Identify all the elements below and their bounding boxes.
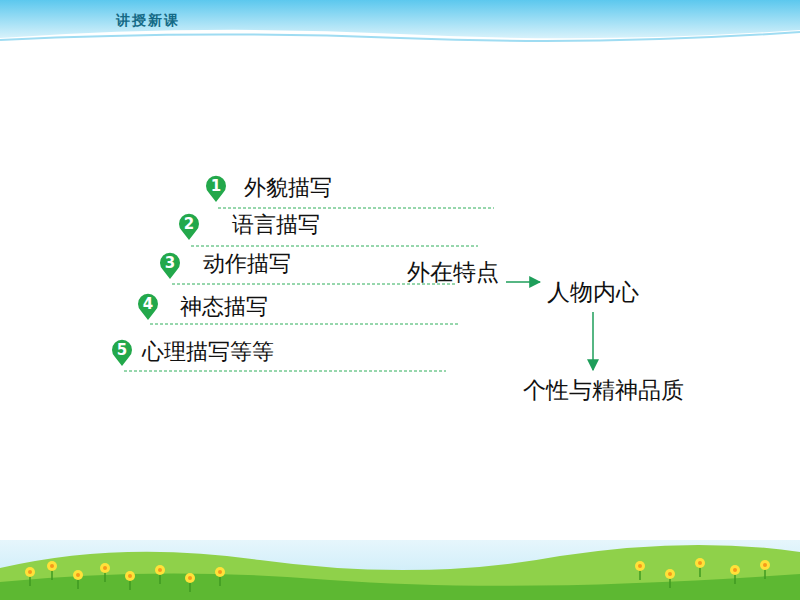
concept-node: 个性与精神品质 (520, 374, 687, 406)
list-item-text: 语言描写 (232, 212, 320, 238)
connector-arrow (592, 312, 594, 370)
dashed-underline (150, 324, 458, 325)
connector-arrow (506, 281, 540, 283)
concept-text: 外在特点 (407, 258, 499, 286)
number-marker (138, 294, 158, 320)
concept-node: 人物内心 (544, 276, 642, 308)
header-band (0, 0, 800, 38)
slide-title: 讲授新课 (116, 12, 180, 30)
number-marker (112, 340, 132, 366)
callout-number: 4 (138, 294, 158, 314)
concept-text: 个性与精神品质 (523, 376, 684, 404)
callout-number: 5 (112, 340, 132, 360)
list-item-text: 神态描写 (180, 294, 268, 320)
grass-front (0, 573, 800, 600)
callout-number: 3 (160, 253, 180, 273)
callout-number: 2 (179, 214, 199, 234)
header-wave (0, 32, 800, 41)
number-marker (160, 253, 180, 279)
dashed-underline (218, 208, 494, 209)
callout-number: 1 (206, 176, 226, 196)
list-item-text: 外貌描写 (244, 175, 332, 201)
concept-node: 外在特点 (404, 256, 502, 288)
grass-hill (0, 545, 800, 600)
dashed-underline (124, 371, 446, 372)
list-item-text: 心理描写等等 (142, 339, 274, 365)
number-marker (206, 176, 226, 202)
concept-text: 人物内心 (547, 278, 639, 306)
footer-sky (0, 540, 800, 600)
number-marker (179, 214, 199, 240)
dashed-underline (191, 246, 478, 247)
flowers (25, 558, 770, 592)
list-item-text: 动作描写 (203, 251, 291, 277)
